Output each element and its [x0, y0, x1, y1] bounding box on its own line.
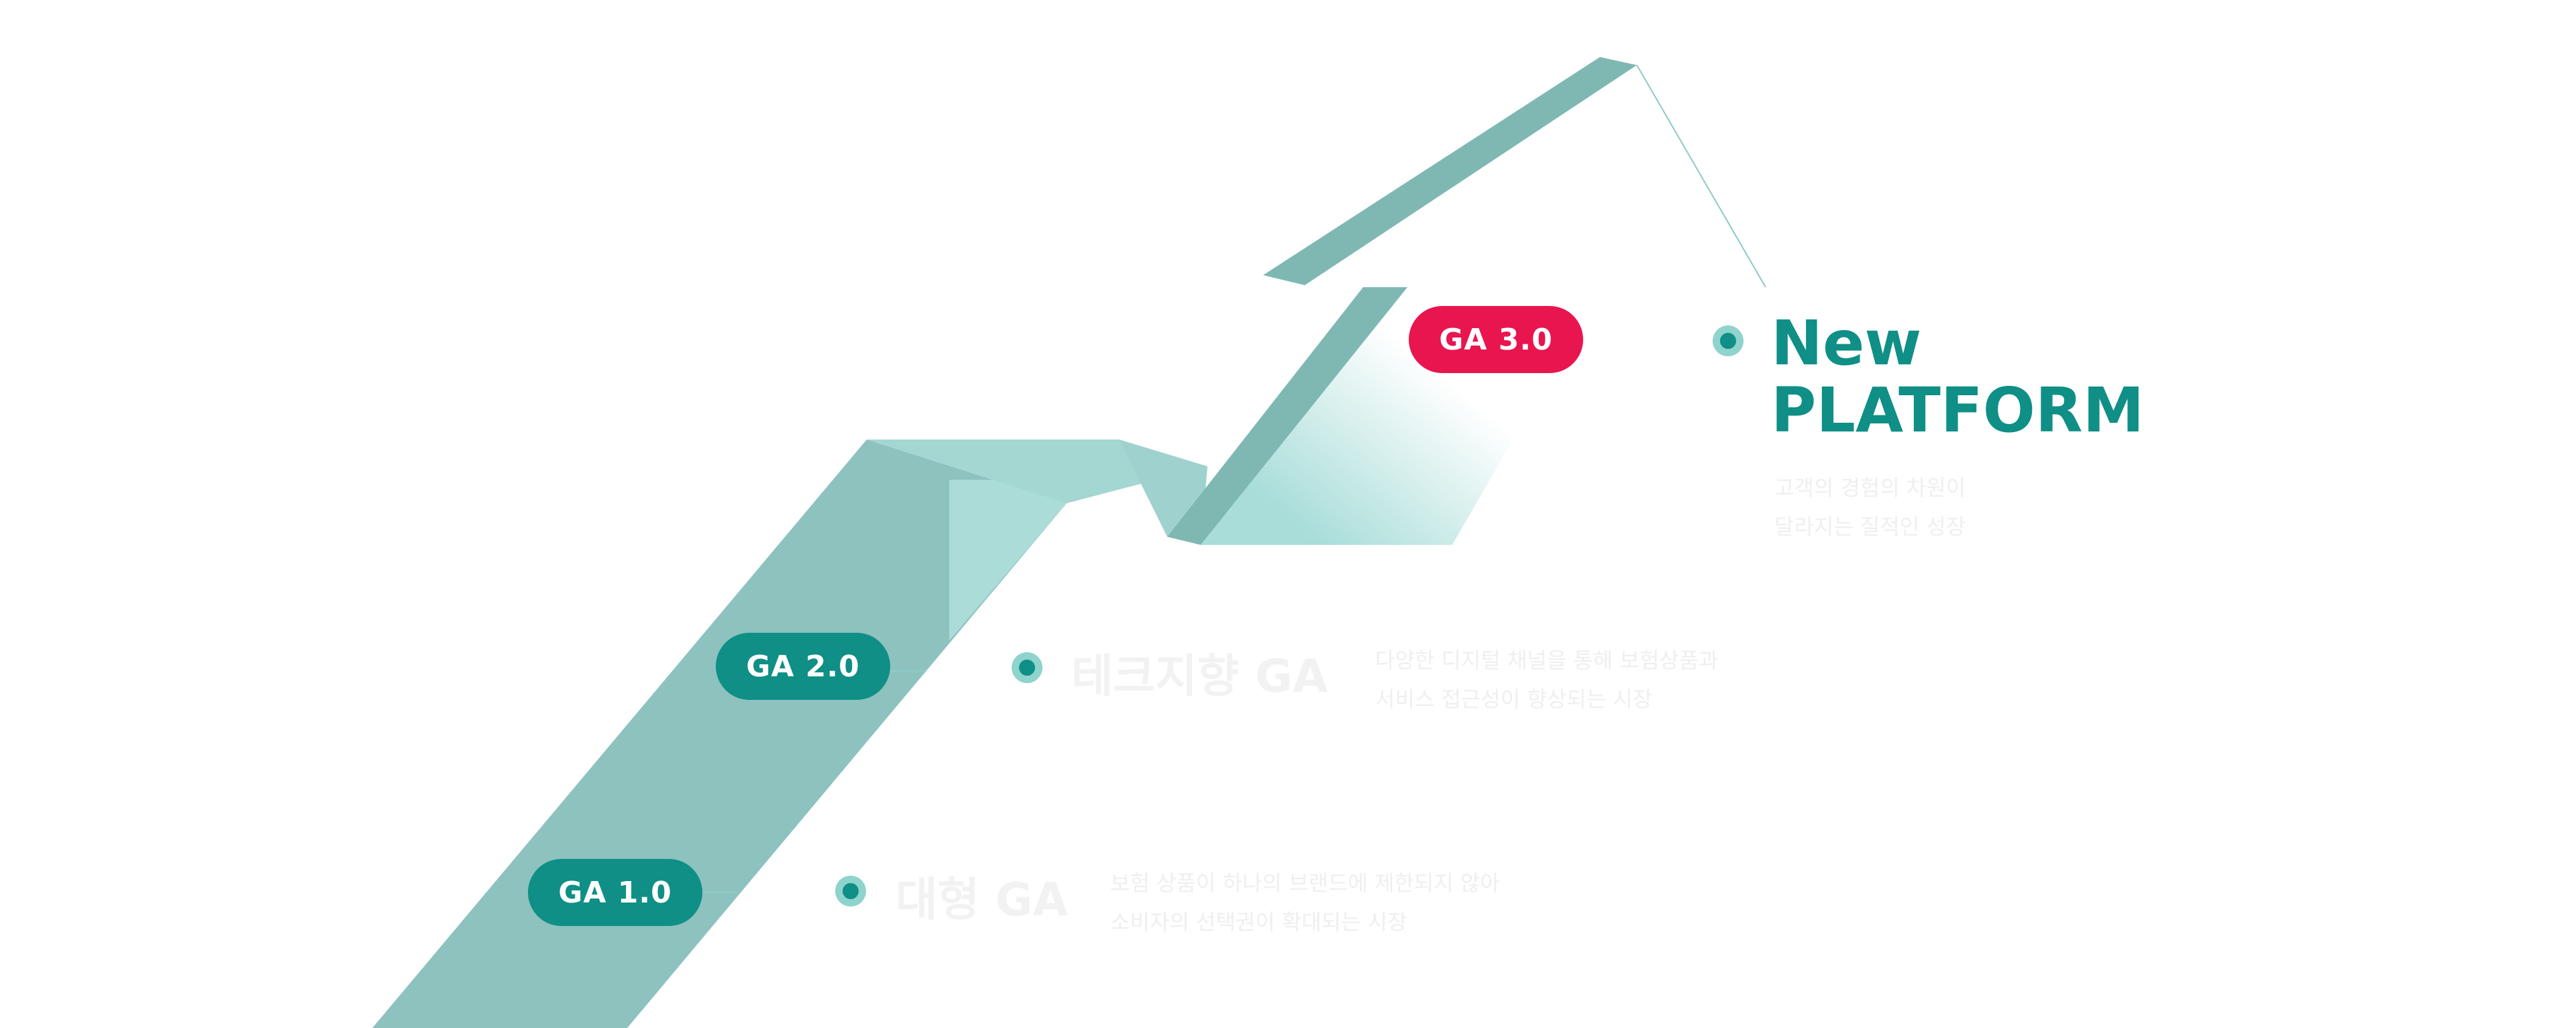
- ga-2-description-line: 다양한 디지털 채널을 통해 보험상품과: [1375, 648, 1719, 673]
- ga-3-title-line: New: [1771, 307, 1922, 379]
- stair-top-bar: [1263, 57, 1637, 285]
- ga-3-badge-label: GA 3.0: [1439, 322, 1553, 357]
- ga-2-description: 다양한 디지털 채널을 통해 보험상품과 서비스 접근성이 향상되는 시장: [1375, 641, 1719, 719]
- ga-1-description-line: 보험 상품이 하나의 브랜드에 제한되지 않아: [1110, 870, 1500, 896]
- bullet-dot-icon: [1012, 652, 1042, 683]
- stair-band-facet: [949, 480, 1067, 641]
- ga-2-description-line: 서비스 접근성이 향상되는 시장: [1375, 686, 1653, 712]
- connector-line-3: [1636, 64, 1766, 288]
- bullet-dot-icon: [1713, 325, 1743, 356]
- ga-3-title: New PLATFORM: [1771, 310, 2144, 444]
- ga-1-title: 대형 GA: [896, 874, 1069, 927]
- ga-1-badge: GA 1.0: [528, 859, 702, 926]
- ga-2-title: 테크지향 GA: [1071, 650, 1328, 703]
- ga-3-description-line: 달라지는 질적인 성장: [1774, 514, 1966, 539]
- ga-3-description-line: 고객의 경험의 차원이: [1774, 475, 1966, 501]
- ga-3-badge: GA 3.0: [1409, 306, 1583, 373]
- ga-1-description: 보험 상품이 하나의 브랜드에 제한되지 않아 소비자의 선택권이 확대되는 시…: [1110, 864, 1500, 941]
- ga-3-description: 고객의 경험의 차원이 달라지는 질적인 성장: [1774, 468, 1966, 546]
- ga-1-badge-label: GA 1.0: [558, 875, 672, 910]
- ga-3-title-line: PLATFORM: [1771, 374, 2145, 446]
- ga-2-badge-label: GA 2.0: [746, 649, 860, 684]
- stair-band-facet-top: [867, 440, 1208, 503]
- ga-1-description-line: 소비자의 선택권이 확대되는 시장: [1110, 909, 1407, 935]
- ga-2-badge: GA 2.0: [716, 633, 890, 700]
- bullet-dot-icon: [835, 876, 866, 907]
- stair-upper-edge: [1167, 287, 1407, 545]
